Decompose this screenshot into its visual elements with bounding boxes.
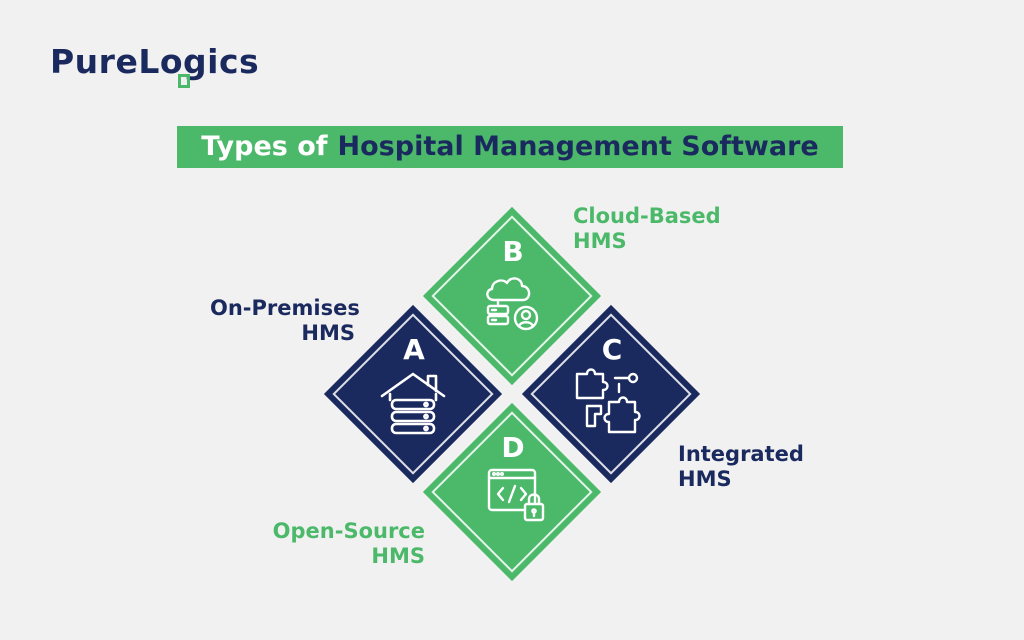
code-window-lock-icon: [487, 468, 545, 522]
label-integrated: Integrated HMS: [678, 442, 804, 492]
label-integrated-line2: HMS: [678, 467, 732, 491]
title-banner: Types of Hospital Management Software: [177, 126, 843, 168]
logo-square-icon: [178, 74, 190, 88]
title-part-2: Hospital Management Software: [337, 131, 819, 162]
title-part-1: Types of: [201, 131, 328, 162]
logo-text: PureLogics: [50, 42, 260, 81]
letter-d: D: [501, 431, 525, 464]
label-open-source-line1: Open-Source: [272, 519, 425, 543]
cloud-server-user-icon: [486, 277, 539, 331]
label-on-premises: On-Premises HMS: [210, 296, 360, 346]
letter-c: C: [601, 333, 623, 366]
label-integrated-line1: Integrated: [678, 442, 804, 466]
label-on-premises-line2: HMS: [301, 321, 355, 345]
letter-a: A: [403, 333, 425, 366]
label-open-source: Open-Source HMS: [270, 519, 425, 569]
label-cloud-based: Cloud-Based HMS: [573, 204, 721, 254]
house-server-icon: [380, 372, 446, 435]
label-cloud-based-line2: HMS: [573, 229, 627, 253]
label-cloud-based-line1: Cloud-Based: [573, 204, 721, 228]
letter-b: B: [502, 235, 524, 268]
label-open-source-line2: HMS: [371, 544, 425, 568]
label-on-premises-line1: On-Premises: [210, 296, 360, 320]
puzzle-pieces-icon: [575, 368, 641, 434]
